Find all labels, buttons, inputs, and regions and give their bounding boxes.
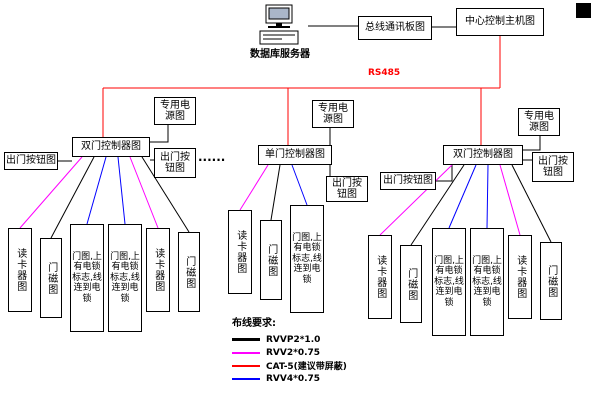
reader-box: 读卡器图 <box>8 228 32 312</box>
corner-mark <box>576 3 591 18</box>
door-lock-box: 门图,上有电锁标志,线连到电锁 <box>70 224 104 332</box>
reader-box: 读卡器图 <box>368 235 392 319</box>
legend-item-label: RVVP2*1.0 <box>266 334 321 345</box>
power-supply-1-box: 专用电源图 <box>154 97 196 125</box>
legend-item-label: RVV4*0.75 <box>266 373 321 384</box>
door-lock-box: 门图,上有电锁标志,线连到电锁 <box>290 205 324 313</box>
wiring-legend: 布线要求: RVVP2*1.0 RVV2*0.75 CAT-5(建议带屏蔽) R… <box>232 314 382 385</box>
exit-button-3b-box: 出门按钮图 <box>532 152 574 182</box>
power-exit-links <box>58 125 541 182</box>
legend-color-swatch <box>232 364 260 367</box>
door-lock-box: 门图,上有电锁标志,线连到电锁 <box>470 228 504 336</box>
door-magnet-links <box>50 156 552 246</box>
exit-button-1b-box: 出门按钮图 <box>154 148 196 178</box>
door-lock-box: 门图,上有电锁标志,线连到电锁 <box>432 228 466 336</box>
database-server-icon <box>259 4 299 45</box>
database-server-label: 数据库服务器 <box>250 49 310 60</box>
reader-box: 读卡器图 <box>508 235 532 319</box>
exit-button-3a-box: 出门按钮图 <box>380 172 436 190</box>
legend-item: RVV2*0.75 <box>232 346 382 359</box>
reader-links <box>19 156 521 236</box>
legend-title: 布线要求: <box>232 318 276 329</box>
door-lock-box: 门图,上有电锁标志,线连到电锁 <box>108 224 142 332</box>
door-magnet-box: 门磁图 <box>400 245 422 323</box>
power-supply-3-box: 专用电源图 <box>518 108 560 136</box>
bus-board-box: 总线通讯板图 <box>358 16 432 40</box>
controller-3-box: 双门控制器图 <box>443 145 523 165</box>
top-links <box>308 25 456 28</box>
electric-lock-links <box>86 156 489 229</box>
central-host-box: 中心控制主机图 <box>456 8 544 36</box>
controller-1-box: 双门控制器图 <box>72 137 150 157</box>
door-magnet-box: 门磁图 <box>178 232 200 312</box>
legend-item: CAT-5(建议带屏蔽) <box>232 359 382 372</box>
rs485-bus-lines <box>102 36 501 145</box>
door-magnet-box: 门磁图 <box>40 238 62 318</box>
legend-color-swatch <box>232 351 260 354</box>
legend-item-label: CAT-5(建议带屏蔽) <box>266 362 347 372</box>
legend-item: RVV4*0.75 <box>232 372 382 385</box>
rs485-bus-label: RS485 <box>368 68 401 78</box>
exit-button-2-box: 出门按钮图 <box>326 176 368 202</box>
continuation-dots: ...... <box>198 150 226 164</box>
door-magnet-box: 门磁图 <box>540 242 562 320</box>
reader-box: 读卡器图 <box>228 210 252 294</box>
controller-2-box: 单门控制器图 <box>258 145 332 165</box>
legend-item-label: RVV2*0.75 <box>266 347 321 358</box>
door-magnet-box: 门磁图 <box>260 220 282 300</box>
exit-button-1a-box: 出门按钮图 <box>4 152 58 170</box>
legend-color-swatch <box>232 377 260 380</box>
reader-box: 读卡器图 <box>146 228 170 312</box>
legend-item: RVVP2*1.0 <box>232 333 382 346</box>
legend-color-swatch <box>232 338 260 341</box>
power-supply-2-box: 专用电源图 <box>312 100 354 128</box>
